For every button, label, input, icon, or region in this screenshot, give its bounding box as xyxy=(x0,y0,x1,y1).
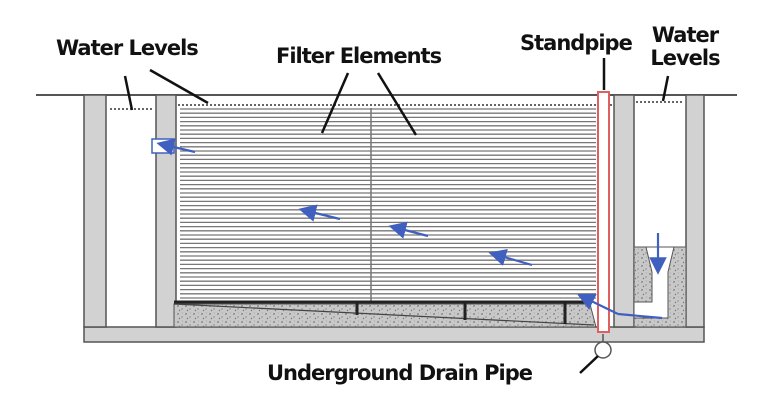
leader-drain xyxy=(579,355,599,374)
label-drain-pipe: Underground Drain Pipe xyxy=(267,361,533,385)
left-outer-wall xyxy=(83,94,107,328)
base-slab xyxy=(83,326,705,343)
label-standpipe: Standpipe xyxy=(520,31,633,55)
label-filter-elements: Filter Elements xyxy=(276,44,442,68)
leader-water-right xyxy=(661,75,670,102)
standpipe xyxy=(597,91,610,333)
flow-arrows xyxy=(156,138,667,320)
label-water-right-line1: Water xyxy=(651,23,719,47)
arrow-left-icon xyxy=(388,221,429,239)
left-inner-wall xyxy=(155,94,177,328)
filter-elements xyxy=(180,108,596,299)
arrow-left-icon xyxy=(577,293,619,315)
arrow-left-icon xyxy=(156,138,196,156)
arrow-left-icon xyxy=(298,204,341,222)
label-water-levels-left: Water Levels xyxy=(56,36,199,60)
flow-path xyxy=(617,312,663,320)
leader-filter-right xyxy=(376,72,418,136)
underdrain-slope xyxy=(173,303,595,326)
leader-lines xyxy=(123,58,670,374)
label-water-right-line2: Levels xyxy=(650,46,720,70)
right-inner-wall xyxy=(613,94,635,328)
right-outer-wall xyxy=(685,94,705,328)
leader-water-left xyxy=(123,75,134,111)
leader-water-main xyxy=(149,68,209,105)
arrow-left-icon xyxy=(488,248,533,267)
leader-filter-left xyxy=(320,72,350,134)
